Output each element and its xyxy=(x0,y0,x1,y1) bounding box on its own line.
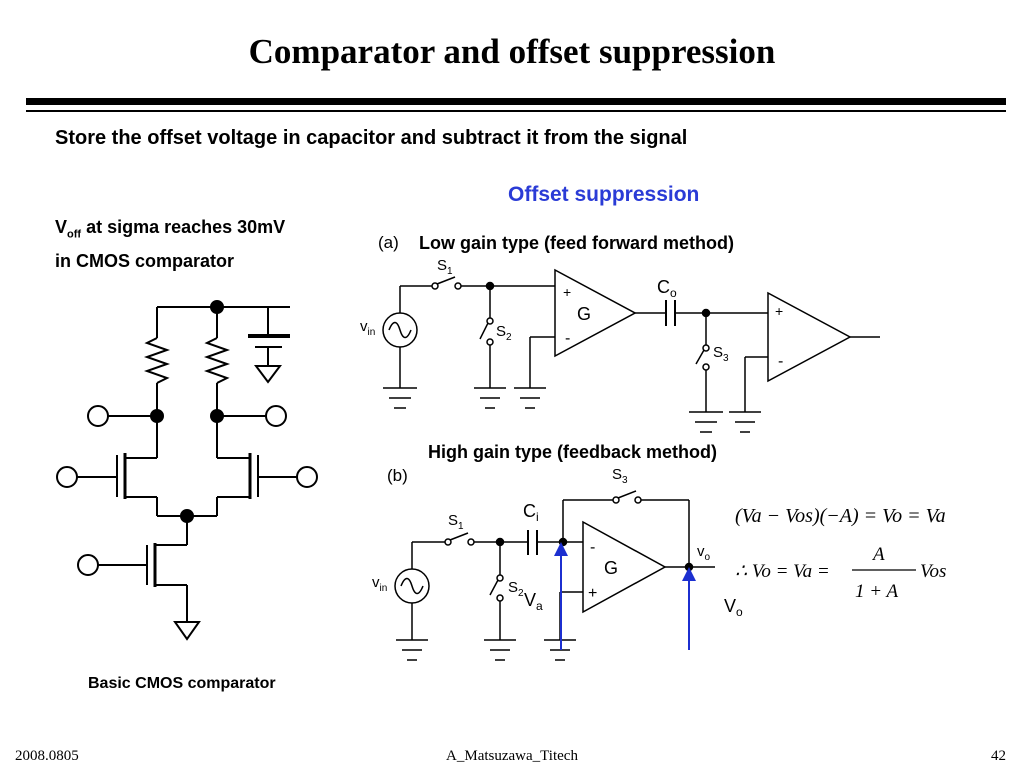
equation-2-lhs: ∴ Vo = Va = xyxy=(735,561,830,582)
slide-title: Comparator and offset suppression xyxy=(248,32,776,71)
cmos-comparator-caption: Basic CMOS comparator xyxy=(88,675,276,692)
a-amp-plus: + xyxy=(563,284,571,300)
circuit-b-title: High gain type (feedback method) xyxy=(428,442,718,462)
a-amp-label: G xyxy=(577,304,591,324)
b-amp-plus: + xyxy=(588,585,597,602)
equation-2-denominator: 1 + A xyxy=(855,581,898,602)
b-s1-label: S1 xyxy=(448,512,464,532)
title-divider-thick xyxy=(26,98,1006,105)
a-amp2-plus: + xyxy=(775,303,783,319)
voff-note: Voff at sigma reaches 30mV in CMOS compa… xyxy=(55,214,285,274)
a-amp2-minus: - xyxy=(778,353,783,370)
circuit-b-tag: (b) xyxy=(387,466,408,485)
b-vo-label: vo xyxy=(697,543,711,563)
a-amp-minus: - xyxy=(565,330,570,347)
title-divider-thin xyxy=(26,110,1006,112)
a-s2-label: S2 xyxy=(496,323,512,343)
footer-date: 2008.0805 xyxy=(15,748,79,764)
b-va-label: Va xyxy=(524,590,543,613)
circuit-a-schematic xyxy=(382,268,880,433)
cmos-comparator-schematic xyxy=(56,300,318,641)
a-s1-label: S1 xyxy=(437,257,453,277)
b-ci-label: Ci xyxy=(523,501,539,524)
voff-line1: at sigma reaches 30mV xyxy=(81,217,286,237)
circuit-b-labels: S1 S2 S3 Ci G - + vin vo Va Vo xyxy=(372,466,743,619)
b-s3-label: S3 xyxy=(612,466,628,486)
b-s2-label: S2 xyxy=(508,579,524,599)
circuit-a-labels: S1 S2 S3 Co G + - + - vin xyxy=(360,257,783,370)
a-vin-label: vin xyxy=(360,318,375,338)
a-co-label: Co xyxy=(657,277,677,300)
equations: (Va − Vos)(−A) = Vo = Va ∴ Vo = Va = A 1… xyxy=(735,505,946,602)
voff-line2: in CMOS comparator xyxy=(55,250,235,271)
a-s3-label: S3 xyxy=(713,344,729,364)
footer-author: A_Matsuzawa_Titech xyxy=(446,748,578,764)
offset-suppression-heading: Offset suppression xyxy=(508,183,700,206)
footer-page-number: 42 xyxy=(991,748,1006,764)
circuit-a-title: Low gain type (feed forward method) xyxy=(419,233,735,253)
circuit-b-schematic xyxy=(394,490,715,661)
b-amp-minus: - xyxy=(590,539,595,556)
voff-subscript: off xyxy=(67,228,82,241)
equation-2-rhs: Vos xyxy=(920,561,946,582)
equation-1: (Va − Vos)(−A) = Vo = Va xyxy=(735,505,946,527)
slide-subtitle: Store the offset voltage in capacitor an… xyxy=(55,127,688,149)
circuit-a-tag: (a) xyxy=(378,233,399,252)
voff-symbol: V xyxy=(55,217,68,237)
b-amp-label: G xyxy=(604,558,618,578)
b-vin-label: vin xyxy=(372,574,387,594)
equation-2-numerator: A xyxy=(871,544,885,565)
b-vo-arrow-label: Vo xyxy=(724,596,743,619)
